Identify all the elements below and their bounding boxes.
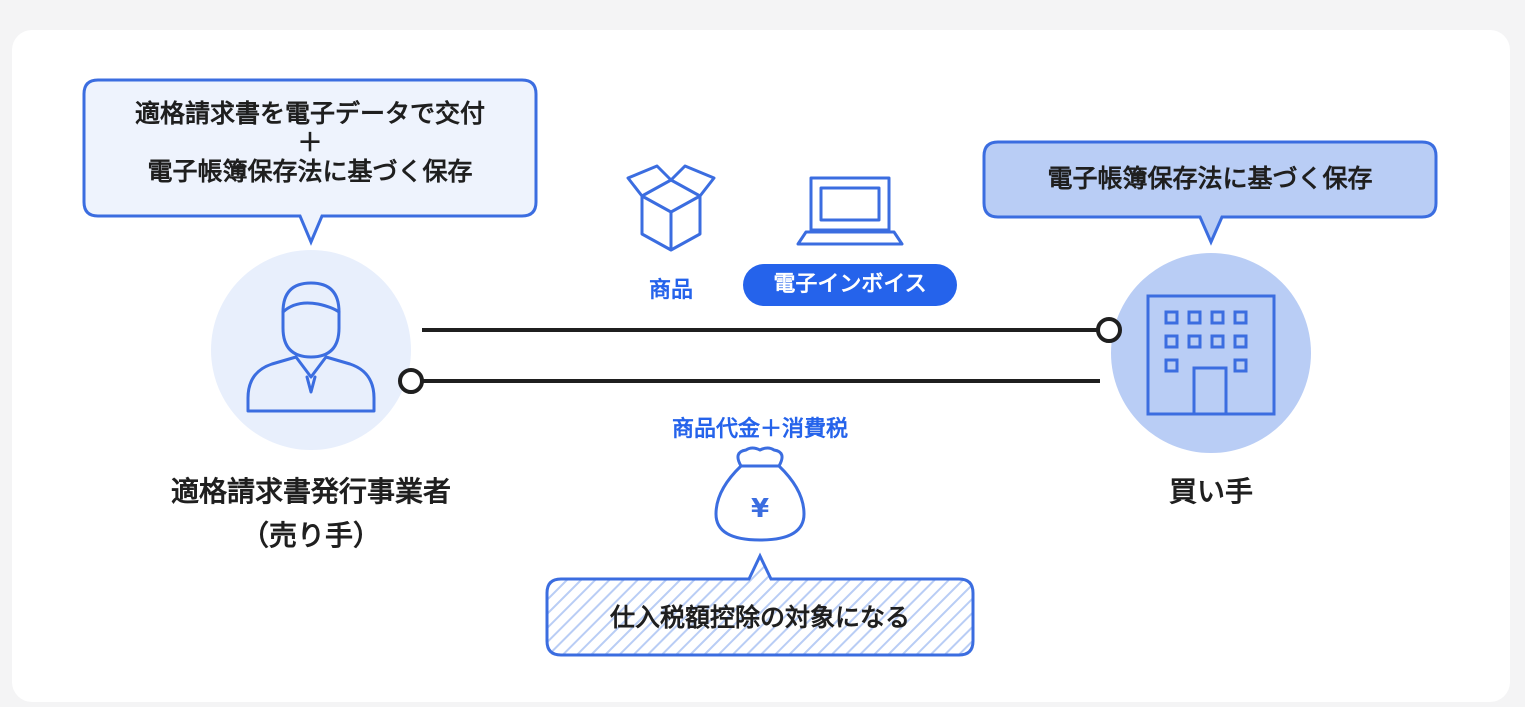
seller-circle (211, 250, 411, 450)
person-icon (246, 281, 376, 413)
seller-name-line2: （売り手） (240, 519, 381, 552)
building-icon (1146, 294, 1276, 416)
buyer-speech-bubble (982, 140, 1438, 246)
buyer-circle (1111, 253, 1311, 453)
seller-bubble-line1: 適格請求書を電子データで交付 (134, 99, 485, 128)
yen-symbol: ¥ (750, 494, 770, 524)
goods-flow-line (422, 317, 1122, 343)
box-icon (626, 164, 716, 252)
seller-name: 適格請求書発行事業者 （売り手） (111, 470, 511, 558)
invoice-badge: 電子インボイス (773, 272, 927, 297)
seller-speech-bubble (82, 78, 538, 246)
laptop-icon (796, 176, 904, 246)
payment-label: 商品代金＋消費税 (671, 417, 848, 442)
payment-flow-line (398, 368, 1100, 394)
buyer-name: 買い手 (1168, 475, 1253, 508)
seller-bubble-line2: 電子帳簿保存法に基づく保存 (147, 157, 473, 186)
buyer-bubble-text: 電子帳簿保存法に基づく保存 (1047, 164, 1373, 193)
seller-bubble-text: 適格請求書を電子データで交付 ＋ 電子帳簿保存法に基づく保存 (84, 96, 536, 190)
deduction-text: 仕入税額控除の対象になる (609, 603, 910, 632)
deduction-speech-bubble (545, 552, 975, 657)
invoice-badge-bg (743, 264, 957, 306)
seller-name-line1: 適格請求書発行事業者 (170, 475, 451, 508)
goods-label: 商品 (648, 278, 693, 303)
money-bag-icon (714, 446, 806, 542)
seller-bubble-plus: ＋ (297, 128, 323, 157)
